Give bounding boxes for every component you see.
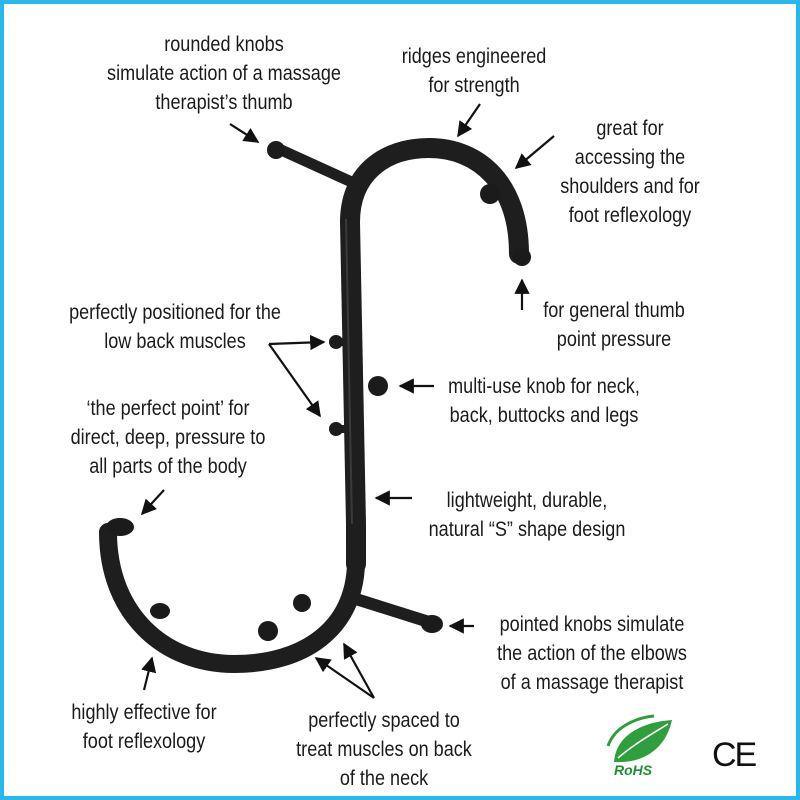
callout-rounded-knobs: rounded knobs simulate action of a massa… (107, 33, 341, 114)
callout-pointed-knobs: pointed knobs simulate the action of the… (497, 613, 687, 694)
callout-neck-spacing: perfectly spaced to treat muscles on bac… (296, 709, 472, 790)
ce-mark-icon: CE (712, 736, 757, 774)
callout-thumb-pressure: for general thumb point pressure (543, 299, 685, 351)
callout-perfect-point: ‘the perfect point’ for direct, deep, pr… (70, 397, 266, 478)
callout-multi-use: multi-use knob for neck, back, buttocks … (448, 375, 640, 427)
s-hook-massager-illustration (99, 103, 672, 763)
callout-ridges: ridges engineered for strength (401, 45, 547, 97)
callout-lightweight: lightweight, durable, natural “S” shape … (428, 489, 626, 541)
callout-shoulders: great for accessing the shoulders and fo… (560, 117, 700, 227)
arrow-icon (140, 103, 555, 699)
callout-low-back: perfectly positioned for the low back mu… (69, 301, 281, 353)
callout-foot-reflexology: highly effective for foot reflexology (71, 701, 217, 753)
rohs-leaf-icon (606, 714, 672, 763)
massager-knobs (106, 141, 531, 641)
rohs-logo-text: RoHS (614, 762, 653, 778)
